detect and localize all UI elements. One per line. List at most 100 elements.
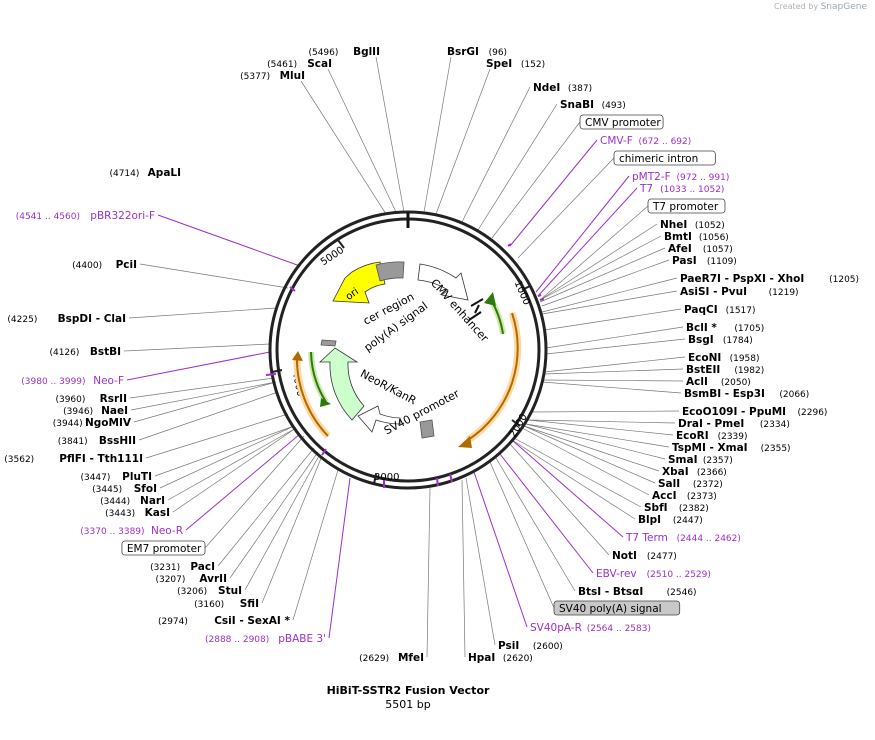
site-position: (4225) bbox=[7, 315, 37, 325]
site-position: (2477) bbox=[647, 552, 677, 562]
leader-line bbox=[217, 447, 315, 567]
site-name: BsgI bbox=[688, 334, 714, 346]
site-name: EM7 promoter bbox=[127, 543, 202, 555]
leader-line bbox=[511, 439, 624, 538]
scale-tick-2000: 2000 bbox=[508, 412, 530, 440]
site-name: PaqCI bbox=[684, 304, 718, 316]
site-label-xbai: XbaI(2366) bbox=[662, 466, 727, 478]
leader-line bbox=[465, 477, 496, 646]
site-name: BspDI - ClaI bbox=[58, 313, 126, 325]
leader-line bbox=[204, 435, 305, 549]
leader-line bbox=[145, 413, 289, 459]
site-name: pBR322ori-F bbox=[90, 210, 155, 222]
site-position: (2447) bbox=[673, 516, 703, 526]
site-position: (2066) bbox=[779, 390, 809, 400]
site-name: PflFI - Tth111I bbox=[59, 453, 143, 465]
leader-line bbox=[543, 368, 684, 375]
site-position: (3447) bbox=[80, 473, 110, 483]
site-position: (3841) bbox=[58, 437, 88, 447]
site-label-pbr322ori-f: pBR322ori-F(4541 .. 4560) bbox=[16, 210, 155, 222]
leader-line bbox=[537, 187, 638, 297]
site-name: SfiI bbox=[240, 598, 259, 610]
orange-arrow-head-left bbox=[292, 351, 303, 361]
site-position: (2600) bbox=[533, 642, 563, 652]
feature-cmv-enhancer-arrow bbox=[417, 263, 469, 301]
site-name: TspMI - XmaI bbox=[672, 442, 748, 454]
green-arc-left bbox=[310, 351, 327, 403]
site-name: StuI bbox=[218, 585, 242, 597]
primer-marks bbox=[265, 243, 545, 488]
site-name: NarI bbox=[140, 495, 165, 507]
site-position: (3944) bbox=[53, 419, 83, 429]
site-position: (3443) bbox=[105, 509, 135, 519]
leader-line bbox=[509, 443, 610, 556]
leader-line bbox=[300, 80, 387, 215]
site-label-noti: NotI (2477) bbox=[612, 550, 677, 562]
site-position: (1982) bbox=[734, 366, 764, 376]
site-name: SpeI bbox=[486, 58, 512, 70]
site-name: BstBI bbox=[90, 346, 121, 358]
site-name: pMT2-F bbox=[632, 171, 671, 183]
site-position: (4714) bbox=[109, 169, 139, 179]
leader-line bbox=[375, 56, 405, 213]
leader-line bbox=[477, 103, 558, 231]
site-name: NotI bbox=[612, 550, 637, 562]
site-name: BmtI bbox=[664, 231, 692, 243]
site-label-nari: NarI(3444) bbox=[100, 495, 165, 507]
scale-tick-3000: 3000 bbox=[373, 472, 399, 485]
site-label-naei: NaeI(3946) bbox=[63, 405, 128, 417]
leader-line bbox=[435, 68, 491, 215]
site-position: (972 .. 991) bbox=[677, 173, 730, 183]
leader-line bbox=[154, 425, 295, 477]
site-label-psii: PsiI (2600) bbox=[498, 640, 563, 652]
leader-line bbox=[133, 381, 277, 423]
leader-line bbox=[523, 425, 660, 472]
site-label-sv40-poly-a-signal: SV40 poly(A) signal bbox=[553, 600, 681, 616]
orange-arc-right bbox=[467, 312, 519, 441]
orange-arrow-head-right bbox=[458, 436, 472, 448]
leader-line bbox=[535, 175, 630, 293]
site-name: SV40 poly(A) signal bbox=[559, 603, 662, 615]
site-position: (2355) bbox=[761, 444, 791, 454]
site-label-bstbi: BstBI(4126) bbox=[49, 346, 121, 358]
site-label-bglii: BglII(5496) bbox=[308, 46, 380, 58]
site-name: ScaI bbox=[307, 58, 332, 70]
site-name: MluI bbox=[280, 70, 305, 82]
plasmid-title: HiBiT-SSTR2 Fusion Vector bbox=[327, 684, 490, 697]
leader-line bbox=[426, 487, 431, 658]
site-name: DraI - PmeI bbox=[678, 418, 744, 430]
site-position: (3231) bbox=[150, 563, 180, 573]
site-label-bsmbi-esp3i: BsmBI - Esp3I (2066) bbox=[684, 388, 809, 400]
site-position: (3980 .. 3999) bbox=[21, 377, 85, 387]
site-label-ecori: EcoRI(2339) bbox=[676, 430, 748, 442]
site-position: (3370 .. 3389) bbox=[80, 527, 144, 537]
site-position: (1057) bbox=[703, 245, 733, 255]
site-label-asisi-pvui: AsiSI - PvuI(1219) bbox=[680, 286, 799, 298]
site-name: EBV-rev bbox=[596, 568, 637, 580]
site-position: (1033 .. 1052) bbox=[660, 185, 724, 195]
site-name: EcoRI bbox=[676, 430, 709, 442]
site-name: BsmBI - Esp3I bbox=[684, 388, 765, 400]
scale-label-5000: 5000 bbox=[319, 245, 346, 268]
feature-neor-kanr-label: NeoR/KanR bbox=[358, 367, 419, 407]
site-position: (1958) bbox=[730, 354, 760, 364]
site-name: AfeI bbox=[668, 243, 692, 255]
plasmid-length: 5501 bp bbox=[385, 698, 430, 711]
leader-line bbox=[159, 425, 295, 489]
leader-line bbox=[499, 453, 594, 574]
leader-line bbox=[539, 247, 666, 303]
site-name: AvrII bbox=[199, 573, 227, 585]
site-name: NgoMIV bbox=[85, 417, 132, 429]
site-name: pBABE 3' bbox=[278, 633, 326, 645]
site-position: (2382) bbox=[679, 504, 709, 514]
site-position: (2546) bbox=[667, 588, 697, 598]
feature-neor-kanr-arrow bbox=[318, 347, 365, 421]
site-position: (4400) bbox=[72, 261, 102, 271]
site-name: PsiI bbox=[498, 640, 519, 652]
leader-line bbox=[473, 471, 528, 628]
site-label-t7: T7(1033 .. 1052) bbox=[639, 183, 724, 195]
site-label-mlui: MluI(5377) bbox=[240, 70, 305, 82]
site-name: PaeR7I - PspXI - XhoI bbox=[680, 273, 804, 285]
site-label-snabi: SnaBI(493) bbox=[560, 99, 626, 111]
